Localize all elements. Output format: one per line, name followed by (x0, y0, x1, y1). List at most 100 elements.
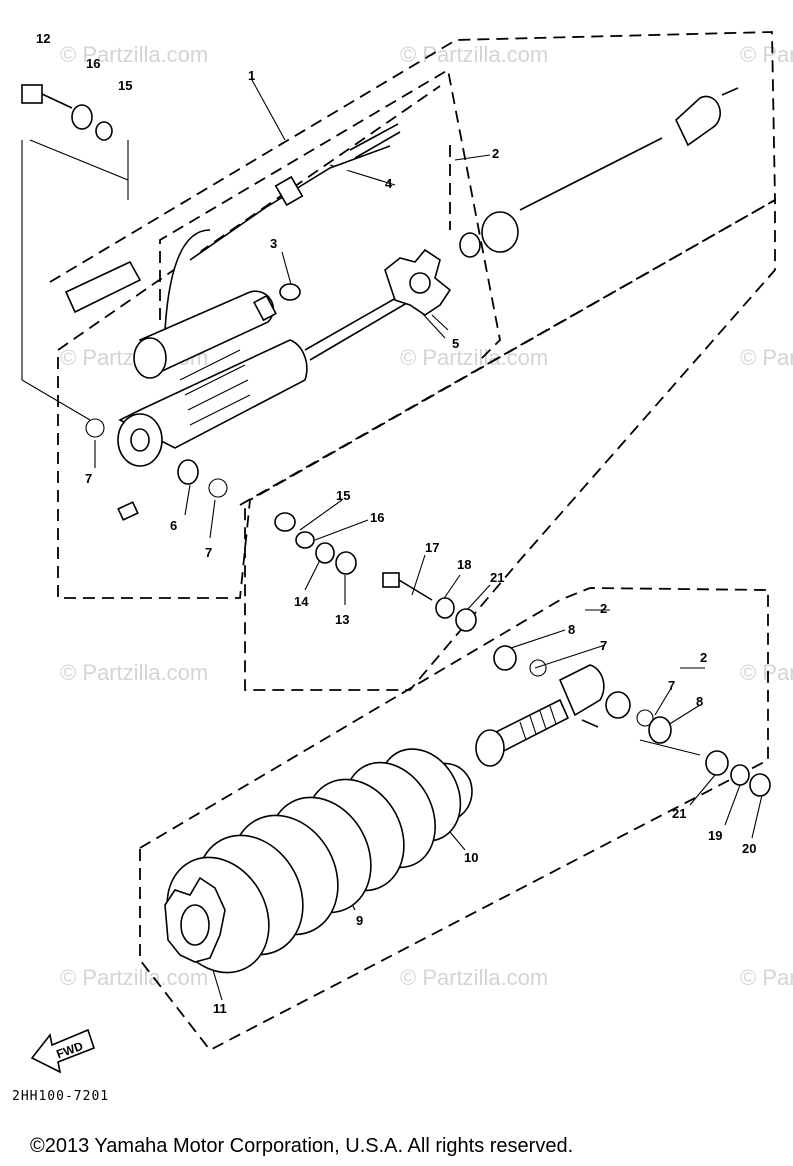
rod-threads (519, 705, 557, 741)
callout-2: 2 (700, 650, 707, 665)
washer-15-mid (274, 512, 296, 532)
diagram-code: 2HH100-7201 (12, 1089, 109, 1104)
misc-small-parts (64, 260, 357, 575)
collar-13 (335, 551, 357, 575)
washer-16-upper (71, 104, 93, 130)
callout-8: 8 (568, 622, 575, 637)
pin-lower (117, 501, 139, 521)
callout-6: 6 (170, 518, 177, 533)
clevis-pin (581, 719, 599, 728)
watermark: © Partzilla.com (60, 42, 208, 67)
callout-10: 10 (464, 850, 478, 865)
bearing-8-upper (493, 645, 517, 671)
body-ribs (179, 349, 251, 426)
forward-direction-arrow: FWD (30, 1028, 95, 1074)
bolt-head (21, 84, 43, 104)
push-rod (519, 137, 663, 211)
circlip-7-mid (208, 478, 228, 498)
callout-8: 8 (696, 694, 703, 709)
callout-21: 21 (490, 570, 504, 585)
bushing-6 (177, 459, 199, 485)
callout-9: 9 (356, 913, 363, 928)
callout-13: 13 (335, 612, 349, 627)
reservoir-end (133, 337, 167, 379)
lock-ring (475, 729, 505, 767)
watermark: © Partzilla.com (740, 660, 793, 685)
circlip-7-right (529, 659, 547, 677)
callout-18: 18 (457, 557, 471, 572)
callout-2: 2 (600, 601, 607, 616)
callout-7: 7 (205, 545, 212, 560)
callout-15: 15 (336, 488, 350, 503)
washer-19 (730, 764, 750, 786)
nut-20 (749, 773, 771, 797)
callout-17: 17 (425, 540, 439, 555)
circlip-7-left (85, 418, 105, 438)
watermark: © Partzilla.com (60, 660, 208, 685)
spring-assembly (164, 664, 605, 974)
callout-1: 1 (248, 68, 255, 83)
lower-right-parts (605, 691, 771, 797)
washer-16-mid (295, 531, 315, 549)
collar-21-upper (455, 608, 477, 632)
callout-16: 16 (86, 56, 100, 71)
adjuster-hole (409, 272, 431, 294)
callout-5: 5 (452, 336, 459, 351)
circlip-7-lower (636, 709, 654, 727)
callout-15: 15 (118, 78, 132, 93)
upper-right-parts (459, 87, 739, 258)
bearing-8-lower (648, 716, 672, 744)
bolt-shank (41, 93, 73, 109)
lower-clevis (558, 664, 605, 717)
piston-rod-edge (309, 299, 413, 361)
washer-small (459, 232, 481, 258)
bolt-17-head (382, 572, 400, 588)
pin (721, 87, 739, 96)
fwd-arrow-shape (30, 1028, 95, 1074)
assembly-outlines (49, 31, 776, 1052)
watermark: © Partzilla.com (740, 42, 793, 67)
watermark: © Partzilla.com (740, 345, 793, 370)
callout-11: 11 (213, 1001, 227, 1016)
outline-assembly-2 (239, 198, 776, 691)
washer-14 (315, 542, 335, 564)
callout-labels: 1 2 2 2 3 4 5 6 7 7 7 7 8 8 9 10 11 12 1… (36, 31, 756, 1016)
callout-7: 7 (85, 471, 92, 486)
callout-19: 19 (708, 828, 722, 843)
callout-12: 12 (36, 31, 50, 46)
callout-7: 7 (668, 678, 675, 693)
watermark: © Partzilla.com (400, 42, 548, 67)
callout-20: 20 (742, 841, 756, 856)
callout-3: 3 (270, 236, 277, 251)
bolt-12-set (21, 84, 113, 141)
outline-lower (139, 587, 769, 1052)
washer-18 (435, 597, 455, 619)
callout-14: 14 (294, 594, 309, 609)
reservoir-body (138, 290, 275, 374)
piston-rod (304, 289, 411, 351)
callout-7: 7 (600, 638, 607, 653)
callout-21: 21 (672, 806, 686, 821)
collar-lower (605, 691, 631, 719)
bushing-large (481, 211, 519, 253)
watermark: © Partzilla.com (400, 965, 548, 990)
collar (675, 95, 721, 147)
cable-fitting (274, 175, 304, 207)
watermark: © Partzilla.com (400, 345, 548, 370)
watermark: © Partzilla.com (60, 965, 208, 990)
callout-4: 4 (385, 176, 393, 191)
collar-21-lower (705, 750, 729, 776)
rear-shock-absorber-assembly (117, 123, 452, 467)
shock-body (118, 339, 308, 449)
bolt-17-set (382, 572, 547, 677)
callout-2: 2 (492, 146, 499, 161)
watermark: © Partzilla.com (740, 965, 793, 990)
bolt-3 (279, 283, 301, 301)
eye-bore (130, 428, 150, 452)
main-spring-coils (166, 748, 462, 974)
reservoir-valve (253, 294, 277, 322)
seat-bore (180, 904, 210, 946)
outline-assembly-1 (49, 31, 776, 599)
